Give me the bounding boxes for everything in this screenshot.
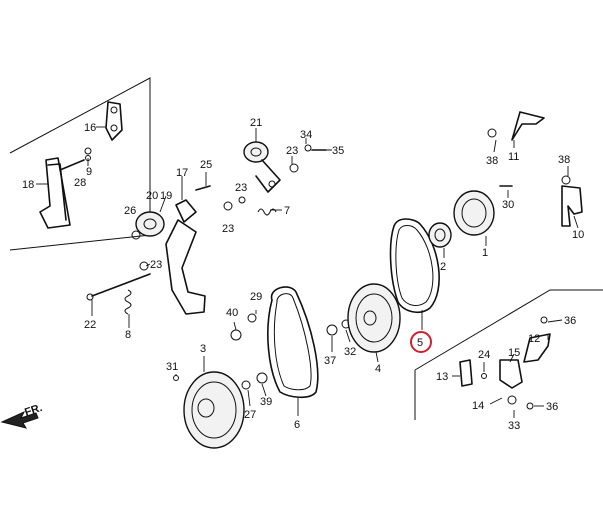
callout-5: 5 (417, 337, 423, 349)
callout-36-b: 36 (546, 401, 558, 413)
tension-arm (131, 185, 211, 315)
belt-5 (389, 218, 440, 314)
callout-27: 27 (244, 409, 256, 421)
callout-6: 6 (294, 419, 300, 431)
callout-13: 13 (436, 371, 448, 383)
callout-2: 2 (440, 261, 446, 273)
callout-25: 25 (200, 159, 212, 171)
lever-assembly (39, 101, 123, 229)
right-brackets (487, 111, 583, 227)
callout-8: 8 (125, 329, 131, 341)
callout-23-a: 23 (286, 145, 298, 157)
callout-labels: 16 18 9 28 21 34 35 23 7 17 25 19 20 26 … (22, 117, 584, 432)
callout-18: 18 (22, 179, 34, 191)
callout-29: 29 (250, 291, 262, 303)
callout-22: 22 (84, 319, 96, 331)
highlight-ring (410, 331, 432, 353)
callout-30: 30 (502, 199, 514, 211)
callout-14: 14 (472, 400, 484, 412)
callout-37: 37 (324, 355, 336, 367)
section-dividers (9, 77, 603, 420)
callout-39: 39 (260, 396, 272, 408)
callout-19: 19 (160, 190, 172, 202)
springs (124, 208, 277, 315)
callout-17: 17 (176, 167, 188, 179)
callout-26: 26 (124, 205, 136, 217)
pulley-3 (183, 371, 245, 449)
direction-label: FR. (23, 402, 44, 419)
callout-34: 34 (300, 129, 312, 141)
callout-21: 21 (250, 117, 262, 129)
callout-40: 40 (226, 307, 238, 319)
callout-31: 31 (166, 361, 178, 373)
callout-23-c: 23 (222, 223, 234, 235)
callout-33: 33 (508, 420, 520, 432)
callout-10: 10 (572, 229, 584, 241)
pulley-4 (347, 283, 401, 353)
fasteners (139, 196, 351, 390)
callout-32: 32 (344, 346, 356, 358)
front-direction-arrow (0, 410, 39, 429)
callout-36-a: 36 (564, 315, 576, 327)
callout-4: 4 (375, 363, 381, 375)
callout-15: 15 (508, 347, 520, 359)
pulley-1-2 (428, 185, 513, 248)
callout-11: 11 (508, 151, 519, 163)
callout-20: 20 (146, 190, 158, 202)
callout-28: 28 (74, 177, 86, 189)
rod (86, 273, 151, 301)
leader-lines (36, 126, 579, 418)
callout-35: 35 (332, 145, 344, 157)
lower-right-brackets (459, 316, 551, 410)
highlighted-callout-5: 5 (410, 310, 432, 353)
callout-23-d: 23 (150, 259, 162, 271)
tensioner-pulley (243, 141, 327, 193)
belt-6 (267, 286, 319, 399)
callout-1: 1 (482, 247, 488, 259)
callout-12: 12 (528, 333, 540, 345)
callout-38-b: 38 (558, 154, 570, 166)
callout-7: 7 (284, 205, 290, 217)
callout-38-a: 38 (486, 155, 498, 167)
callout-23-b: 23 (235, 182, 247, 194)
callout-3: 3 (200, 343, 206, 355)
callout-16: 16 (84, 122, 96, 134)
callout-24: 24 (478, 349, 490, 361)
callout-9: 9 (86, 166, 92, 178)
